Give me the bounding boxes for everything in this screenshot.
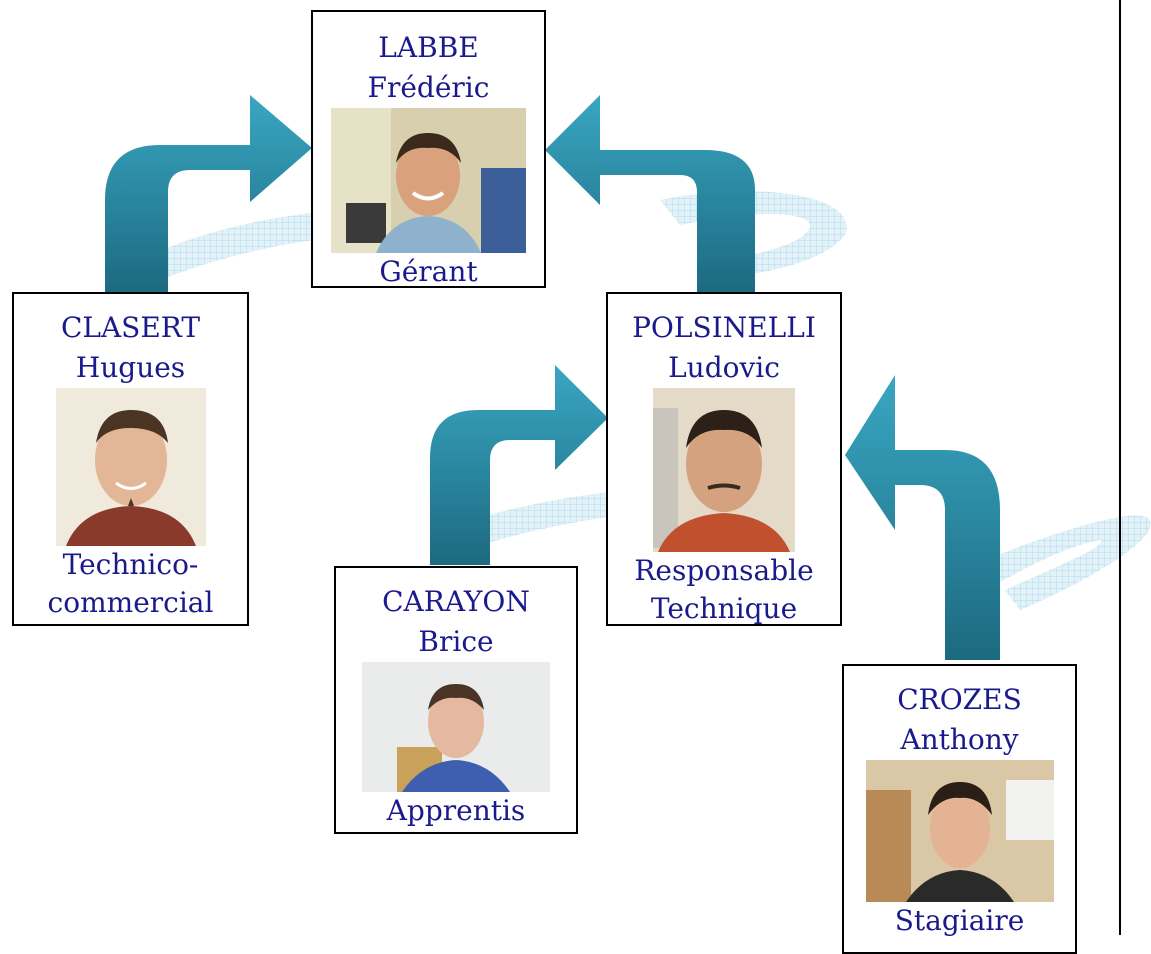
job-title: Gérant — [379, 255, 478, 288]
job-title: Apprentis — [386, 794, 526, 827]
first-name: Ludovic — [668, 351, 780, 384]
card-carayon: CARAYON Brice Apprentis — [334, 566, 578, 834]
first-name: Hugues — [75, 351, 186, 384]
card-crozes: CROZES Anthony Stagiaire — [842, 664, 1077, 954]
first-name: Brice — [418, 625, 494, 658]
curved-arrow — [845, 375, 1000, 660]
curved-arrow — [430, 365, 608, 565]
last-name: CLASERT — [60, 311, 201, 344]
portrait-photo — [55, 388, 206, 546]
ribbon-decoration — [985, 515, 1151, 610]
portrait-photo — [653, 388, 795, 552]
first-name: Anthony — [900, 723, 1019, 756]
last-name: LABBE — [378, 31, 479, 64]
curved-arrow — [105, 95, 312, 292]
card-clasert: CLASERT Hugues Technico-commercial — [12, 292, 249, 626]
last-name: CARAYON — [382, 585, 530, 618]
portrait-photo — [865, 760, 1054, 902]
first-name: Frédéric — [367, 71, 490, 104]
last-name: CROZES — [897, 683, 1022, 716]
card-labbe: LABBE Frédéric Gérant — [311, 10, 546, 288]
curved-arrow — [545, 95, 755, 292]
portrait-photo — [331, 108, 526, 253]
card-polsinelli: POLSINELLI Ludovic Responsable Technique — [606, 292, 842, 626]
page-margin-line — [1119, 0, 1121, 935]
portrait-photo — [362, 662, 550, 792]
job-title: Responsable Technique — [634, 554, 814, 625]
job-title: Technico-commercial — [47, 548, 214, 619]
last-name: POLSINELLI — [632, 311, 816, 344]
job-title: Stagiaire — [894, 904, 1025, 937]
